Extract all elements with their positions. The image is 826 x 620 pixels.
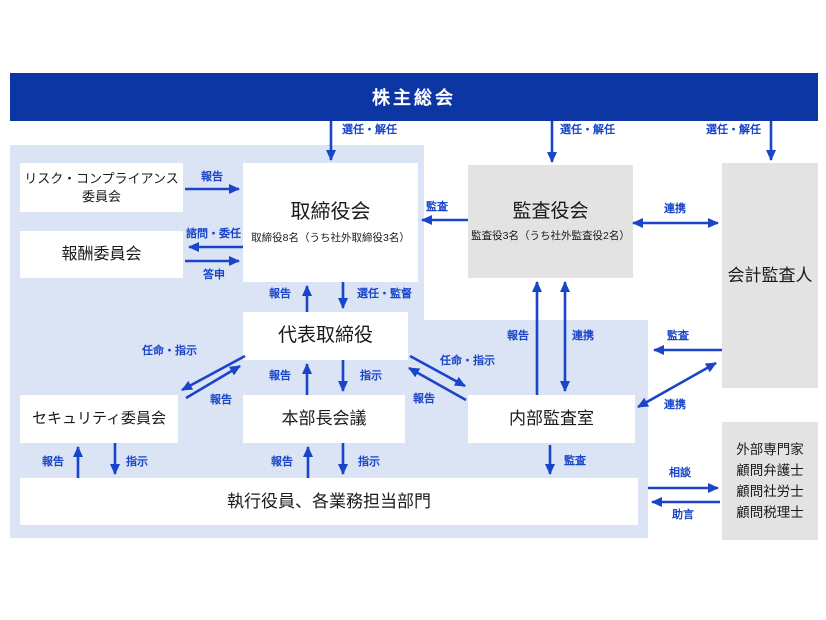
advisor-labor-consultant-label: 顧問社労士 bbox=[736, 484, 804, 499]
edge-label-report-ia-rep: 報告 bbox=[413, 393, 435, 405]
internal-audit-office-box: 内部監査室 bbox=[468, 395, 635, 443]
edge-label-report-div-exec: 報告 bbox=[271, 456, 293, 468]
audit-supervisory-board-title: 監査役会 bbox=[512, 200, 589, 222]
edge-label-instruct-div-exec: 指示 bbox=[358, 456, 380, 468]
edge-label-instruct-sec-exec: 指示 bbox=[126, 456, 148, 468]
general-managers-meeting-box: 本部長会議 bbox=[243, 395, 405, 443]
board-of-directors-title: 取締役会 bbox=[290, 200, 371, 223]
edge-label-report-security-rep: 報告 bbox=[210, 394, 232, 406]
edge-label-consult: 相談 bbox=[669, 467, 691, 479]
edge-label-appoint-dismiss-2: 選任・解任 bbox=[560, 124, 615, 136]
edge-label-audit-ia-exec: 監査 bbox=[564, 455, 586, 467]
security-committee-box: セキュリティ委員会 bbox=[20, 395, 178, 443]
shareholders-meeting-title: 株主総会 bbox=[372, 88, 456, 108]
advisor-tax-accountant-label: 顧問税理士 bbox=[736, 505, 804, 520]
edge-label-appoint-dismiss-1: 選任・解任 bbox=[342, 124, 397, 136]
compensation-committee-label: 報酬委員会 bbox=[61, 245, 142, 263]
edge-label-instruct-rep-div: 指示 bbox=[360, 370, 382, 382]
risk-compliance-committee-line1: リスク・コンプライアンス bbox=[24, 170, 179, 186]
representative-director-label: 代表取締役 bbox=[277, 325, 373, 347]
security-committee-label: セキュリティ委員会 bbox=[31, 409, 167, 427]
audit-supervisory-board-subtitle: 監査役3名（うち社外監査役2名） bbox=[471, 230, 630, 243]
board-of-directors-subtitle: 取締役8名（うち社外取締役3名） bbox=[251, 231, 410, 244]
edge-label-cooperation-ia-ab: 連携 bbox=[572, 330, 594, 342]
audit-supervisory-board-box: 監査役会 監査役3名（うち社外監査役2名） bbox=[468, 165, 633, 278]
advisor-lawyer-label: 顧問弁護士 bbox=[736, 463, 804, 478]
edge-label-consult-delegate: 諮問・委任 bbox=[186, 228, 241, 240]
edge-label-advice: 助言 bbox=[672, 509, 694, 521]
external-experts-title: 外部専門家 bbox=[736, 442, 804, 457]
edge-label-report-div-rep: 報告 bbox=[269, 370, 291, 382]
edge-label-cooperation-ia-acct: 連携 bbox=[664, 399, 686, 411]
edge-label-audit-board: 監査 bbox=[426, 201, 448, 213]
executive-officers-box: 執行役員、各業務担当部門 bbox=[20, 478, 638, 525]
edge-label-audit-accounting: 監査 bbox=[667, 330, 689, 342]
edge-label-appoint-instruct-right: 任命・指示 bbox=[440, 355, 495, 367]
edge-label-report-risk: 報告 bbox=[201, 171, 223, 183]
edge-label-appoint-supervise: 選任・監督 bbox=[357, 288, 412, 300]
executive-officers-label: 執行役員、各業務担当部門 bbox=[227, 491, 431, 511]
edge-label-report-rep-board: 報告 bbox=[269, 288, 291, 300]
edge-label-appoint-instruct-left: 任命・指示 bbox=[142, 345, 197, 357]
compensation-committee-box: 報酬委員会 bbox=[20, 231, 183, 278]
external-experts-box: 外部専門家 顧問弁護士 顧問社労士 顧問税理士 bbox=[722, 422, 818, 540]
edge-label-report-sec-exec: 報告 bbox=[42, 456, 64, 468]
internal-audit-office-label: 内部監査室 bbox=[509, 409, 594, 429]
accounting-auditor-label: 会計監査人 bbox=[727, 265, 813, 285]
shareholders-meeting-bar: 株主総会 bbox=[10, 73, 818, 121]
representative-director-box: 代表取締役 bbox=[243, 312, 408, 360]
general-managers-meeting-label: 本部長会議 bbox=[281, 409, 367, 429]
edge-label-reply: 答申 bbox=[203, 269, 225, 281]
accounting-auditor-box: 会計監査人 bbox=[722, 163, 818, 388]
edge-label-cooperation-top: 連携 bbox=[664, 203, 686, 215]
board-of-directors-box: 取締役会 取締役8名（うち社外取締役3名） bbox=[243, 163, 418, 282]
edge-label-report-ia-ab: 報告 bbox=[507, 330, 529, 342]
edge-label-appoint-dismiss-3: 選任・解任 bbox=[706, 124, 761, 136]
risk-compliance-committee-box: リスク・コンプライアンス 委員会 bbox=[20, 163, 183, 212]
risk-compliance-committee-line2: 委員会 bbox=[81, 188, 121, 204]
